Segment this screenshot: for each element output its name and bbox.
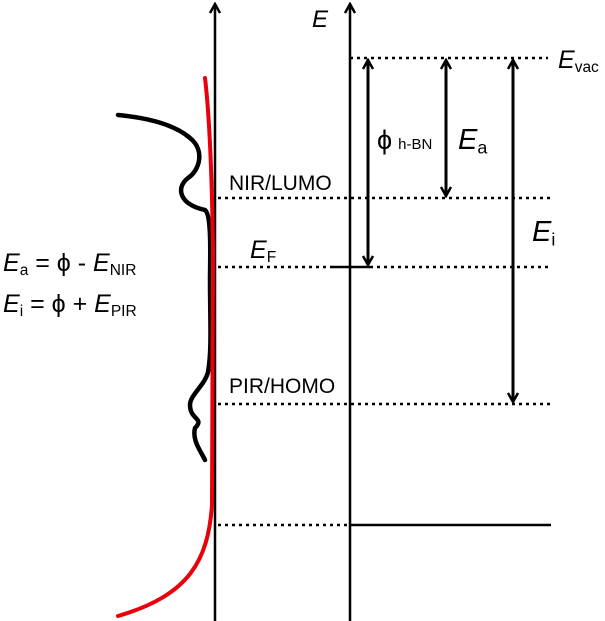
symbol: E — [558, 46, 575, 74]
subscript: vac — [574, 58, 599, 76]
lhs-sub: i — [19, 302, 24, 320]
electron-affinity-equation: Ea = ϕ - ENIR — [3, 249, 136, 280]
black-spectrum-curve — [115, 112, 213, 463]
rhs: E — [94, 290, 111, 318]
rhs-sub: PIR — [110, 302, 137, 320]
ionization-equation: Ei = ϕ + EPIR — [3, 290, 137, 321]
symbol: E — [250, 236, 267, 264]
lhs-sub: a — [19, 261, 29, 279]
vacuum-level-label: Evac — [558, 46, 599, 77]
subscript: a — [477, 137, 488, 158]
ionization-label: Ei — [532, 216, 555, 250]
lhs: E — [3, 249, 20, 277]
electron-affinity-label: Ea — [458, 124, 487, 158]
operator: = ϕ - — [35, 249, 87, 277]
symbol: E — [532, 216, 552, 248]
symbol: ϕ — [377, 125, 393, 155]
symbol: E — [458, 124, 478, 156]
red-spectrum-curve — [116, 76, 216, 618]
work-function-label: ϕ h-BN — [377, 125, 432, 156]
fermi-level-label: EF — [250, 236, 276, 267]
homo-label: PIR/HOMO — [229, 375, 336, 398]
rhs: E — [93, 249, 110, 277]
subscript: h-BN — [398, 136, 433, 153]
operator: = ϕ + — [30, 290, 88, 318]
energy-axis-label: E — [312, 6, 329, 33]
subscript: F — [266, 248, 277, 266]
rhs-sub: NIR — [109, 261, 137, 279]
lhs: E — [3, 290, 20, 318]
lumo-label: NIR/LUMO — [229, 172, 332, 195]
subscript: i — [551, 229, 556, 250]
